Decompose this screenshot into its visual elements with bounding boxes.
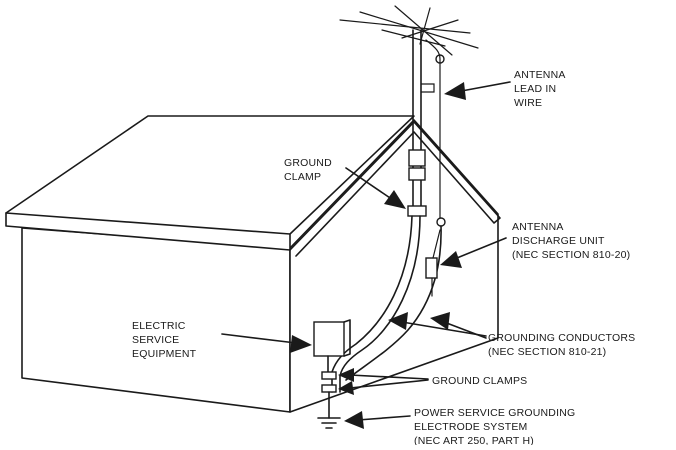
discharge-unit-wire: [431, 229, 441, 297]
ground-clamp-lower: [321, 384, 337, 393]
grounding-conductor-mast-2: [339, 215, 421, 393]
grounding-conductors: [331, 215, 442, 393]
label-power-grounding-3: (NEC ART 250, PART H): [414, 435, 534, 445]
arrow-lead-in-shaft: [455, 81, 511, 93]
arrow-conductors-head-1: [388, 312, 408, 330]
ground-clamp-upper: [321, 371, 337, 380]
service-equipment: [313, 319, 351, 429]
arrow-service-head: [290, 335, 312, 353]
label-antenna-lead-1: ANTENNA: [514, 69, 566, 81]
antenna-element-2: [359, 11, 479, 49]
callout-labels: ANTENNA LEAD IN WIRE GROUND CLAMP ANTENN…: [132, 69, 635, 447]
label-electric-service-3: EQUIPMENT: [132, 348, 197, 360]
mast-clamp-upper: [408, 149, 426, 167]
label-antenna-lead-3: WIRE: [514, 97, 542, 109]
arrow-discharge-shaft: [451, 237, 507, 261]
arrow-ground-clamp-head: [384, 190, 406, 209]
roof-eave-edge: [5, 212, 291, 235]
arrow-service-shaft: [221, 333, 297, 344]
label-discharge-3: (NEC SECTION 810-20): [512, 249, 630, 261]
arrow-conductors-head-2: [430, 312, 450, 330]
mast-ground-clamp: [407, 205, 427, 217]
mast-brace: [420, 83, 435, 93]
arrow-clamps-shaft-2: [349, 379, 429, 389]
grounding-conductor-discharge: [345, 225, 442, 381]
label-ground-clamp-1: GROUND: [284, 157, 332, 169]
antenna-element-1: [339, 19, 471, 34]
label-electric-service-1: ELECTRIC: [132, 320, 186, 332]
arrow-conductors-shaft-1: [401, 321, 487, 337]
label-electric-service-2: SERVICE: [132, 334, 179, 346]
mast-clamp-lower: [408, 167, 426, 181]
grounding-conductor-mast: [331, 215, 413, 393]
antenna-element-5: [401, 19, 459, 39]
label-ground-clamps: GROUND CLAMPS: [432, 375, 527, 387]
arrow-clamps-head-2: [338, 381, 354, 395]
arrow-clamps-head-1: [338, 368, 354, 382]
antenna-discharge-unit: [425, 257, 438, 279]
label-antenna-lead-2: LEAD IN: [514, 83, 556, 95]
label-power-grounding-2: ELECTRODE SYSTEM: [414, 421, 527, 433]
lead-in-wire: [425, 39, 441, 219]
label-power-grounding-1: POWER SERVICE GROUNDING: [414, 407, 575, 419]
lead-in-insulator-lower: [436, 217, 446, 227]
roof-gable-edge-left: [289, 121, 501, 257]
arrow-discharge-head: [440, 251, 462, 268]
arrow-lead-in-head: [444, 82, 466, 100]
pointer-arrows: [221, 81, 511, 429]
service-box-side: [343, 319, 351, 357]
house: [5, 115, 501, 413]
label-ground-clamp-2: CLAMP: [284, 171, 321, 183]
arrow-ground-clamp-shaft: [345, 167, 397, 203]
electric-service-box: [313, 321, 345, 357]
arrow-power-ground-shaft: [357, 415, 411, 421]
arrow-conductors-shaft-2: [443, 321, 487, 339]
antenna: [339, 5, 479, 227]
label-discharge-1: ANTENNA: [512, 221, 564, 233]
label-grounding-conductors-1: GROUNDING CONDUCTORS: [488, 332, 635, 344]
label-discharge-2: DISCHARGE UNIT: [512, 235, 605, 247]
arrow-clamps-shaft-1: [349, 374, 429, 380]
arrow-power-ground-head: [344, 411, 364, 429]
label-grounding-conductors-2: (NEC SECTION 810-21): [488, 346, 606, 358]
